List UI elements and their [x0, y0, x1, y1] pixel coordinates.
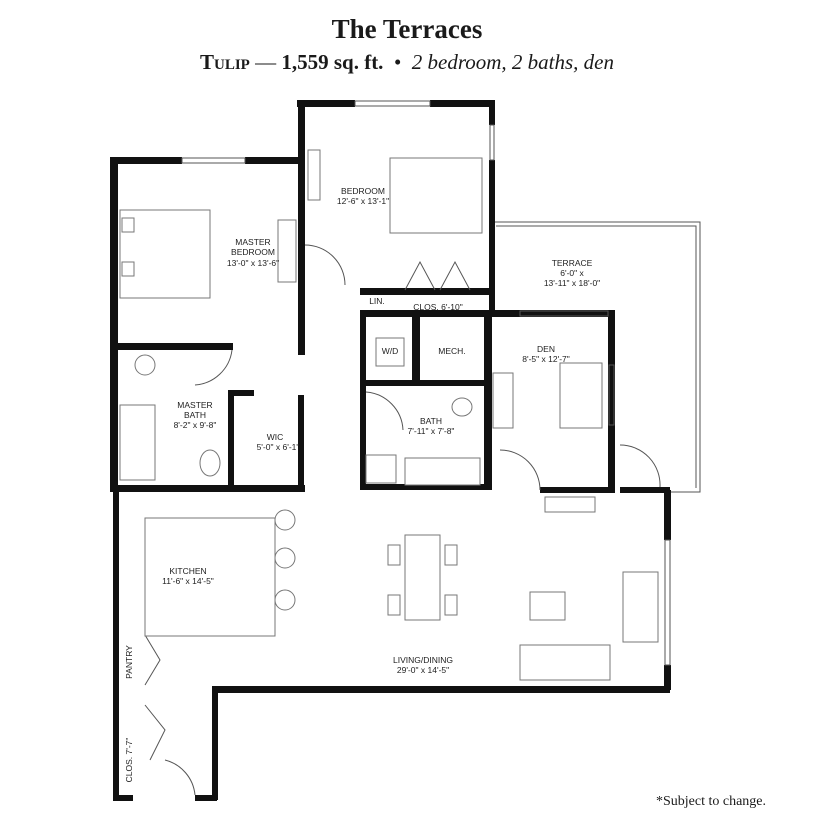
bedroom-label: BEDROOM [341, 186, 385, 196]
master-bath-label-1: MASTER [177, 400, 212, 410]
living-size: 29'-0" x 14'-5" [397, 665, 449, 675]
wd-label: W/D [382, 346, 399, 356]
kitchen-size: 11'-6" x 14'-5" [162, 576, 214, 586]
bath-label: BATH [420, 416, 442, 426]
terrace-size-1: 6'-0" x [560, 268, 584, 278]
den-label: DEN [537, 344, 555, 354]
walls [110, 100, 671, 801]
footnote: *Subject to change. [655, 794, 766, 809]
terrace-label: TERRACE [552, 258, 593, 268]
bath-size: 7'-11" x 7'-8" [408, 426, 455, 436]
plan-subtitle: Tulip — 1,559 sq. ft. • 2 bedroom, 2 bat… [0, 50, 814, 75]
master-bedroom-label-2: BEDROOM [231, 247, 275, 257]
master-bedroom-label-1: MASTER [235, 237, 270, 247]
plan-area: 1,559 sq. ft. [281, 50, 384, 74]
pantry-label: PANTRY [124, 645, 134, 679]
living-label: LIVING/DINING [393, 655, 453, 665]
bedroom-size: 12'-6" x 13'-1" [337, 196, 389, 206]
terrace-size-2: 13'-11" x 18'-0" [544, 278, 600, 288]
separator: — [255, 50, 277, 74]
master-bath-size: 8'-2" x 9'-8" [174, 420, 217, 430]
den-size: 8'-5" x 12'-7" [522, 354, 570, 364]
closet-label: CLOS. 6'-10" [413, 302, 463, 312]
wic-label: WIC [267, 432, 284, 442]
kitchen-label: KITCHEN [169, 566, 206, 576]
terrace-outline [493, 221, 701, 493]
windows [181, 100, 671, 666]
plan-name: Tulip [199, 50, 250, 74]
master-bedroom-size: 13'-0" x 13'-6" [227, 258, 279, 268]
wic-size: 5'-0" x 6'-1" [257, 442, 300, 452]
linen-label: LIN. [369, 296, 385, 306]
bullet: • [393, 50, 402, 74]
entry-closet-label: CLOS. 7'-7" [124, 738, 134, 783]
page-title: The Terraces [331, 14, 483, 44]
mech-label: MECH. [438, 346, 465, 356]
doors [144, 244, 661, 796]
furniture [119, 149, 659, 681]
master-bath-label-2: BATH [184, 410, 206, 420]
plan-description: 2 bedroom, 2 baths, den [411, 50, 615, 74]
